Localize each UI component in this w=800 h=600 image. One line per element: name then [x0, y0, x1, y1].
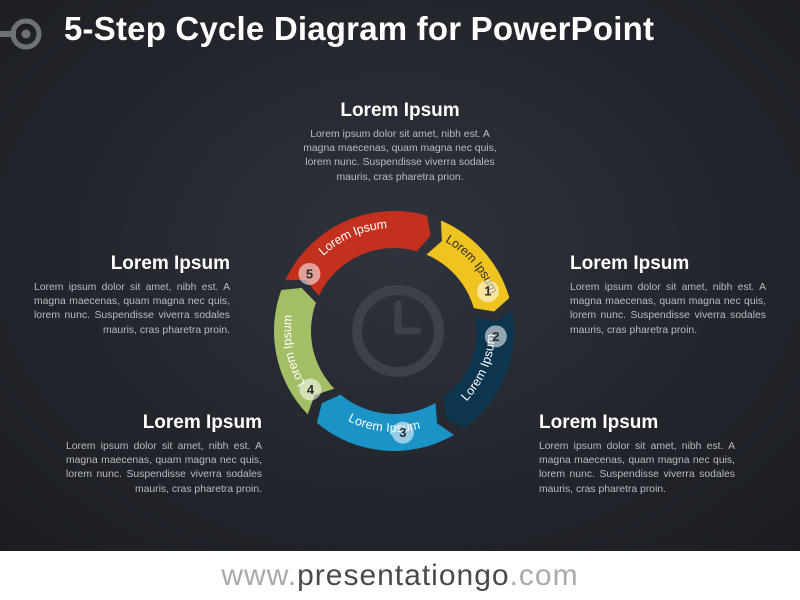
block-body-left-upper: Lorem ipsum dolor sit amet, nibh est. A … — [34, 282, 230, 336]
cycle-step-5: Lorem Ipsum 5 — [285, 211, 431, 296]
text-block-left-upper: Lorem Ipsum Lorem ipsum dolor sit amet, … — [34, 253, 230, 338]
step-number: 5 — [306, 266, 313, 281]
footer-url[interactable]: www.presentationgo.com — [0, 551, 800, 600]
step-number: 3 — [399, 425, 406, 440]
step-number: 4 — [307, 382, 315, 397]
block-body-right-upper: Lorem ipsum dolor sit amet, nibh est. A … — [570, 282, 766, 336]
step-segment — [274, 287, 335, 415]
logo-icon — [0, 18, 42, 50]
step-badge — [476, 280, 499, 303]
clock-icon — [352, 285, 444, 377]
step-number: 2 — [492, 329, 499, 344]
block-heading-left-upper: Lorem Ipsum — [110, 253, 230, 274]
footer-brand: presentationgo — [297, 559, 510, 592]
cycle-diagram: Lorem Ipsum 1 Lorem Ipsum 2 Lorem Ipsum … — [274, 211, 515, 451]
text-block-left-lower: Lorem Ipsum Lorem ipsum dolor sit amet, … — [66, 412, 262, 497]
block-heading-left-lower: Lorem Ipsum — [142, 412, 262, 433]
block-heading-right-lower: Lorem Ipsum — [539, 412, 659, 433]
slide-title: 5-Step Cycle Diagram for PowerPoint — [64, 10, 655, 47]
text-block-right-lower: Lorem Ipsum Lorem ipsum dolor sit amet, … — [539, 412, 735, 497]
block-heading-top: Lorem Ipsum — [340, 100, 460, 121]
step-badge — [391, 421, 414, 444]
step-badge — [484, 325, 507, 348]
cycle-step-3: Lorem Ipsum 3 — [316, 394, 454, 451]
footer-suffix: .com — [509, 559, 579, 592]
block-body-top: Lorem ipsum dolor sit amet, nibh est. A … — [303, 129, 497, 183]
cycle-step-4: Lorem Ipsum 4 — [274, 287, 335, 415]
step-segment — [316, 394, 454, 451]
footer-prefix: www. — [221, 559, 298, 592]
cycle-step-2: Lorem Ipsum 2 — [442, 310, 515, 429]
block-body-left-lower: Lorem ipsum dolor sit amet, nibh est. A … — [66, 441, 262, 495]
step-badge — [298, 262, 321, 285]
slide-canvas: 5-Step Cycle Diagram for PowerPoint Lore… — [0, 0, 800, 551]
text-block-right-upper: Lorem Ipsum Lorem ipsum dolor sit amet, … — [570, 253, 766, 338]
block-heading-right-upper: Lorem Ipsum — [570, 253, 690, 274]
step-segment — [285, 211, 431, 296]
block-body-right-lower: Lorem ipsum dolor sit amet, nibh est. A … — [539, 441, 735, 495]
step-badge — [299, 378, 322, 401]
step-segment — [426, 220, 510, 312]
step-number: 1 — [484, 284, 491, 299]
text-block-top: Lorem Ipsum Lorem ipsum dolor sit amet, … — [302, 100, 498, 185]
cycle-step-1: Lorem Ipsum 1 — [426, 220, 510, 312]
